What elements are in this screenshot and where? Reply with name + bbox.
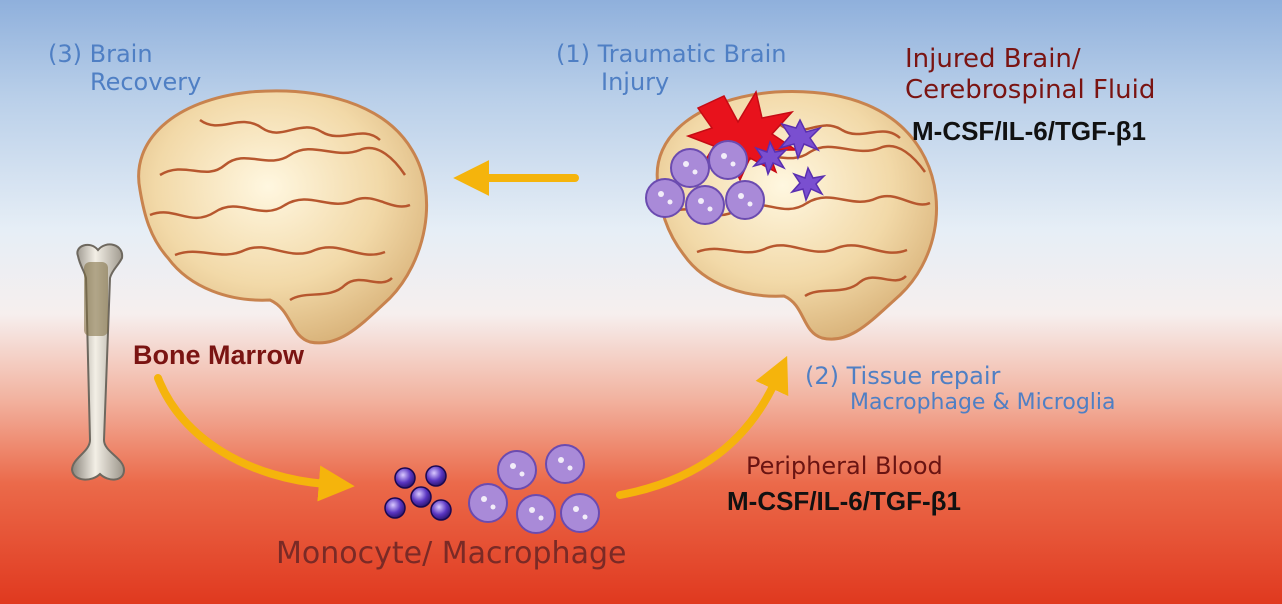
peripheral-blood-label: Peripheral Blood [746, 452, 943, 480]
monocyte-icon [425, 465, 447, 487]
tissue-repair-label: (2) Tissue repair Macrophage & Microglia [805, 362, 1116, 416]
tbi-line1: (1) Traumatic Brain [556, 40, 787, 68]
tbi-line2: Injury [601, 68, 670, 97]
blood-cytokines-label: M-CSF/IL-6/TGF-β1 [727, 486, 961, 516]
macrophage-icon [497, 450, 537, 490]
macrophage-icon [670, 148, 710, 188]
macrophage-icon [516, 494, 556, 534]
macrophage-icon [725, 180, 765, 220]
injured-line1: Injured Brain/ [905, 44, 1081, 74]
bone-marrow-to-blood-arrow [154, 374, 355, 502]
traumatic-brain-injury-label: (1) Traumatic Brain Injury [556, 40, 786, 97]
macrophage-icon [545, 444, 585, 484]
monocyte-icon [394, 467, 416, 489]
macrophage-icon [560, 493, 600, 533]
tissue-repair-line1: (2) Tissue repair [805, 362, 1001, 390]
macrophage-icon [685, 185, 725, 225]
brain-recovery-label: (3) Brain Recovery [48, 40, 201, 97]
macrophage-icon [708, 140, 748, 180]
monocyte-macrophage-label: Monocyte/ Macrophage [276, 536, 627, 571]
injured-line2: Cerebrospinal Fluid [905, 74, 1156, 105]
macrophage-icon [468, 483, 508, 523]
healthy-brain-icon [137, 89, 429, 345]
bone-icon [70, 243, 126, 481]
monocyte-icon [430, 499, 452, 521]
csf-cytokines-label: M-CSF/IL-6/TGF-β1 [912, 116, 1146, 146]
monocyte-icon [384, 497, 406, 519]
bone-marrow-label: Bone Marrow [133, 340, 305, 370]
monocyte-icon [410, 486, 432, 508]
microglia-icon [751, 139, 789, 177]
microglia-icon [789, 165, 827, 203]
macrophage-icon [645, 178, 685, 218]
brain-recovery-line1: (3) Brain [48, 40, 153, 68]
blood-to-brain-arrow [616, 355, 789, 499]
injured-brain-csf-label: Injured Brain/ Cerebrospinal Fluid [905, 44, 1155, 105]
brain-recovery-line2: Recovery [90, 68, 202, 97]
tissue-repair-line2: Macrophage & Microglia [850, 390, 1116, 416]
microglia-icon [777, 118, 823, 161]
